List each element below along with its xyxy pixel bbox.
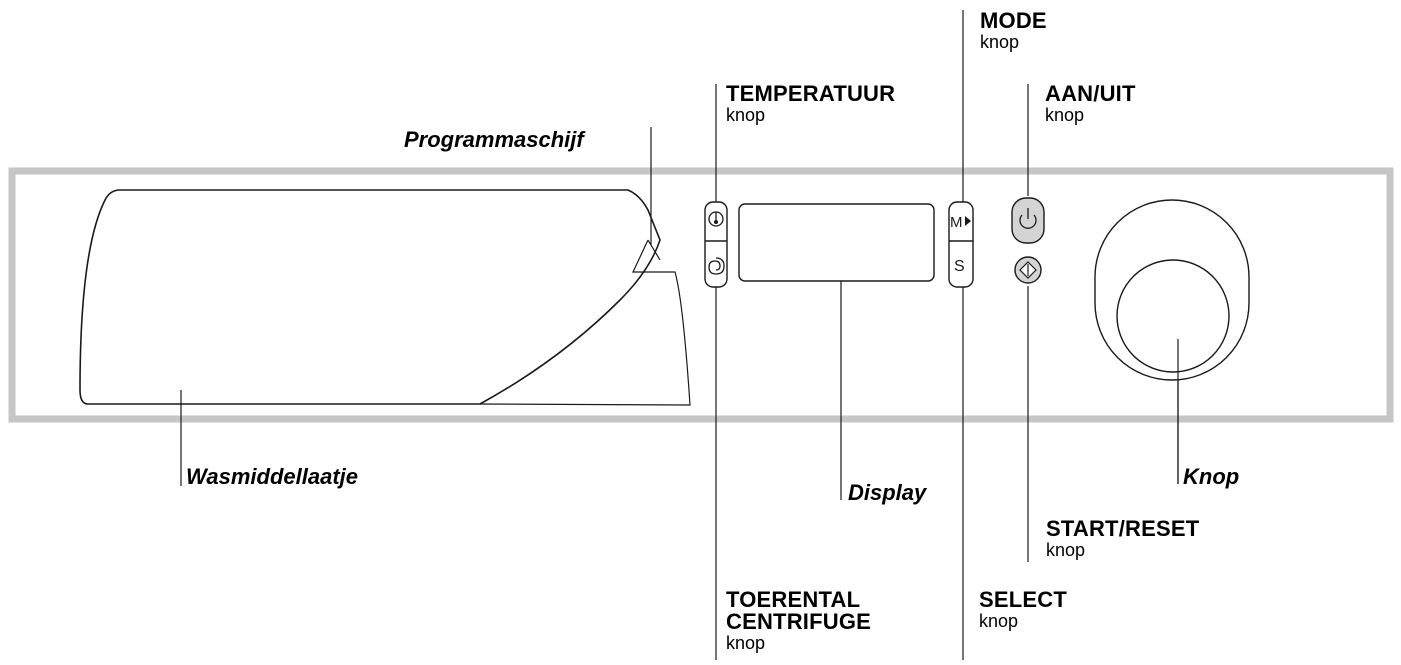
label-wasmiddellaatje: Wasmiddellaatje [186,466,358,488]
label-knop-title: Knop [1183,464,1240,489]
label-display-title: Display [848,480,927,505]
label-temperatuur-sub: knop [726,105,766,125]
thermometer-icon[interactable] [708,211,724,227]
label-toerental-title-1: TOERENTAL [726,587,861,612]
label-toerental-title-2: CENTRIFUGE [726,609,871,634]
power-button[interactable] [1011,197,1045,244]
mode-glyph: M [950,214,963,231]
label-knop: Knop [1183,466,1239,488]
label-start-reset-sub: knop [1046,540,1086,560]
start-reset-button[interactable] [1014,256,1042,284]
label-temperatuur: TEMPERATUUR knop [726,81,896,125]
program-dial-edge [479,239,691,406]
label-mode-title: MODE [980,8,1047,33]
start-reset-icon [1019,261,1037,279]
control-panel-frame [8,167,1394,423]
label-temperatuur-title: TEMPERATUUR [726,81,896,106]
label-programmaschijf-title: Programmaschijf [404,127,584,152]
display-screen [738,203,935,282]
label-aan-uit: AAN/UIT knop [1045,81,1136,125]
label-toerental: TOERENTAL CENTRIFUGE knop [726,587,871,653]
label-toerental-sub: knop [726,633,766,653]
label-mode: MODE knop [980,8,1047,52]
label-select: SELECT knop [979,587,1067,631]
label-aan-uit-sub: knop [1045,105,1085,125]
select-glyph: S [954,258,965,275]
detergent-drawer [79,189,661,405]
label-start-reset: START/RESET knop [1046,516,1200,560]
label-programmaschijf: Programmaschijf [404,129,584,151]
power-icon [1019,208,1037,229]
program-knob[interactable] [1094,199,1250,381]
label-start-reset-title: START/RESET [1046,516,1200,541]
program-dial-edge-2 [647,239,661,261]
label-display: Display [848,482,926,504]
label-mode-sub: knop [980,32,1020,52]
label-select-sub: knop [979,611,1019,631]
spin-icon[interactable] [708,257,725,275]
mode-icon[interactable]: M [950,214,971,231]
label-aan-uit-title: AAN/UIT [1045,81,1136,106]
label-wasmiddellaatje-title: Wasmiddellaatje [186,464,358,489]
select-icon[interactable]: S [954,258,965,275]
label-select-title: SELECT [979,587,1067,612]
